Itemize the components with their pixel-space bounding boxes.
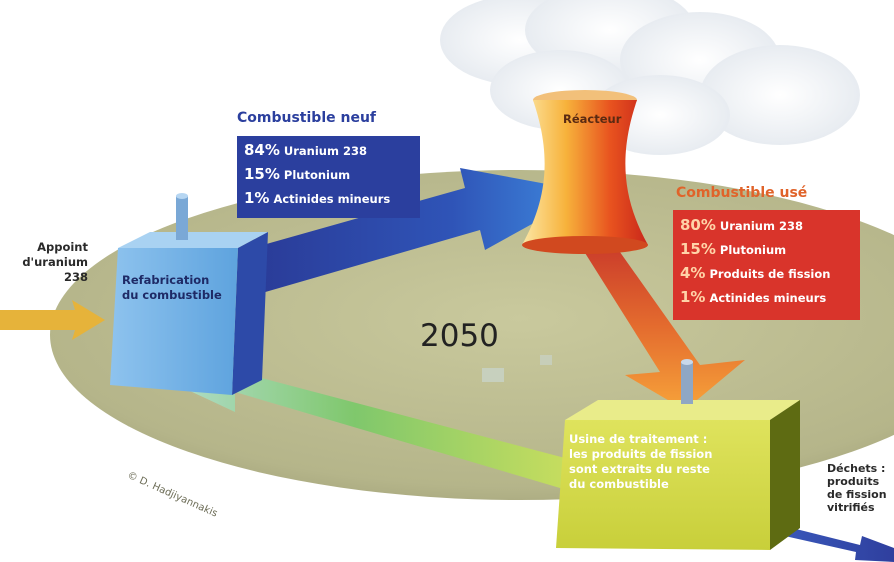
treatment-plant-line-3: sont extraits du reste — [569, 462, 710, 476]
uranium-supply-arrow — [0, 300, 105, 340]
treatment-plant-building — [556, 359, 800, 550]
fresh-fuel-line-2: 15%Plutonium — [244, 163, 350, 186]
spent-fuel-pct-3: 4% — [680, 264, 706, 282]
waste-line-4: vitrifiés — [827, 501, 875, 514]
spent-fuel-label-3: Produits de fission — [709, 267, 831, 281]
spent-fuel-label-1: Uranium 238 — [719, 219, 803, 233]
fresh-fuel-line-1: 84%Uranium 238 — [244, 139, 367, 162]
uranium-supply-line-2: d'uranium — [22, 255, 88, 269]
waste-line-2: produits — [827, 475, 880, 488]
spent-fuel-line-4: 1%Actinides mineurs — [680, 286, 826, 309]
fresh-fuel-line-3: 1%Actinides mineurs — [244, 187, 390, 210]
spent-fuel-pct-4: 1% — [680, 288, 706, 306]
spent-fuel-line-2: 15%Plutonium — [680, 238, 786, 261]
spent-fuel-line-3: 4%Produits de fission — [680, 262, 830, 285]
spent-fuel-pct-2: 15% — [680, 240, 716, 258]
refabrication-line-1: Refabrication — [122, 273, 210, 287]
spent-fuel-arrow — [580, 238, 745, 410]
refabrication-building — [110, 193, 268, 395]
spent-fuel-label-2: Plutonium — [719, 243, 787, 257]
spent-fuel-pct-1: 80% — [680, 216, 716, 234]
treatment-plant-line-1: Usine de traitement : — [569, 432, 708, 446]
fresh-fuel-pct-2: 15% — [244, 165, 280, 183]
waste-line-1: Déchets : — [827, 462, 886, 475]
treatment-plant-line-4: du combustible — [569, 477, 669, 491]
uranium-supply-line-1: Appoint — [37, 240, 88, 254]
recycle-arrow — [145, 355, 565, 488]
fresh-fuel-arrow — [245, 168, 590, 295]
refabrication-line-2: du combustible — [122, 288, 222, 302]
uranium-supply-label: Appoint d'uranium 238 — [4, 240, 88, 285]
steam-cloud — [440, 0, 860, 155]
fresh-fuel-pct-3: 1% — [244, 189, 270, 207]
fresh-fuel-label-2: Plutonium — [283, 168, 351, 182]
fresh-fuel-label-3: Actinides mineurs — [273, 192, 391, 206]
center-mark — [482, 368, 504, 382]
fresh-fuel-label-1: Uranium 238 — [283, 144, 367, 158]
uranium-supply-line-3: 238 — [63, 270, 88, 284]
year-label: 2050 — [420, 318, 499, 354]
center-mark-2 — [540, 355, 552, 365]
spent-fuel-label-4: Actinides mineurs — [709, 291, 827, 305]
waste-line-3: de fission — [827, 488, 887, 501]
reactor-label: Réacteur — [563, 112, 622, 126]
spent-fuel-line-1: 80%Uranium 238 — [680, 214, 803, 237]
spent-fuel-box — [673, 210, 860, 320]
waste-label: Déchets : produits de fission vitrifiés — [827, 462, 887, 514]
fresh-fuel-box — [237, 136, 420, 218]
treatment-plant-line-2: les produits de fission — [569, 447, 713, 461]
fresh-fuel-pct-1: 84% — [244, 141, 280, 159]
fresh-fuel-title: Combustible neuf — [237, 110, 377, 126]
treatment-plant-label: Usine de traitement : les produits de fi… — [569, 432, 712, 492]
reactor-tower — [522, 90, 648, 254]
spent-fuel-title: Combustible usé — [676, 185, 808, 201]
refabrication-label: Refabrication du combustible — [122, 273, 222, 303]
